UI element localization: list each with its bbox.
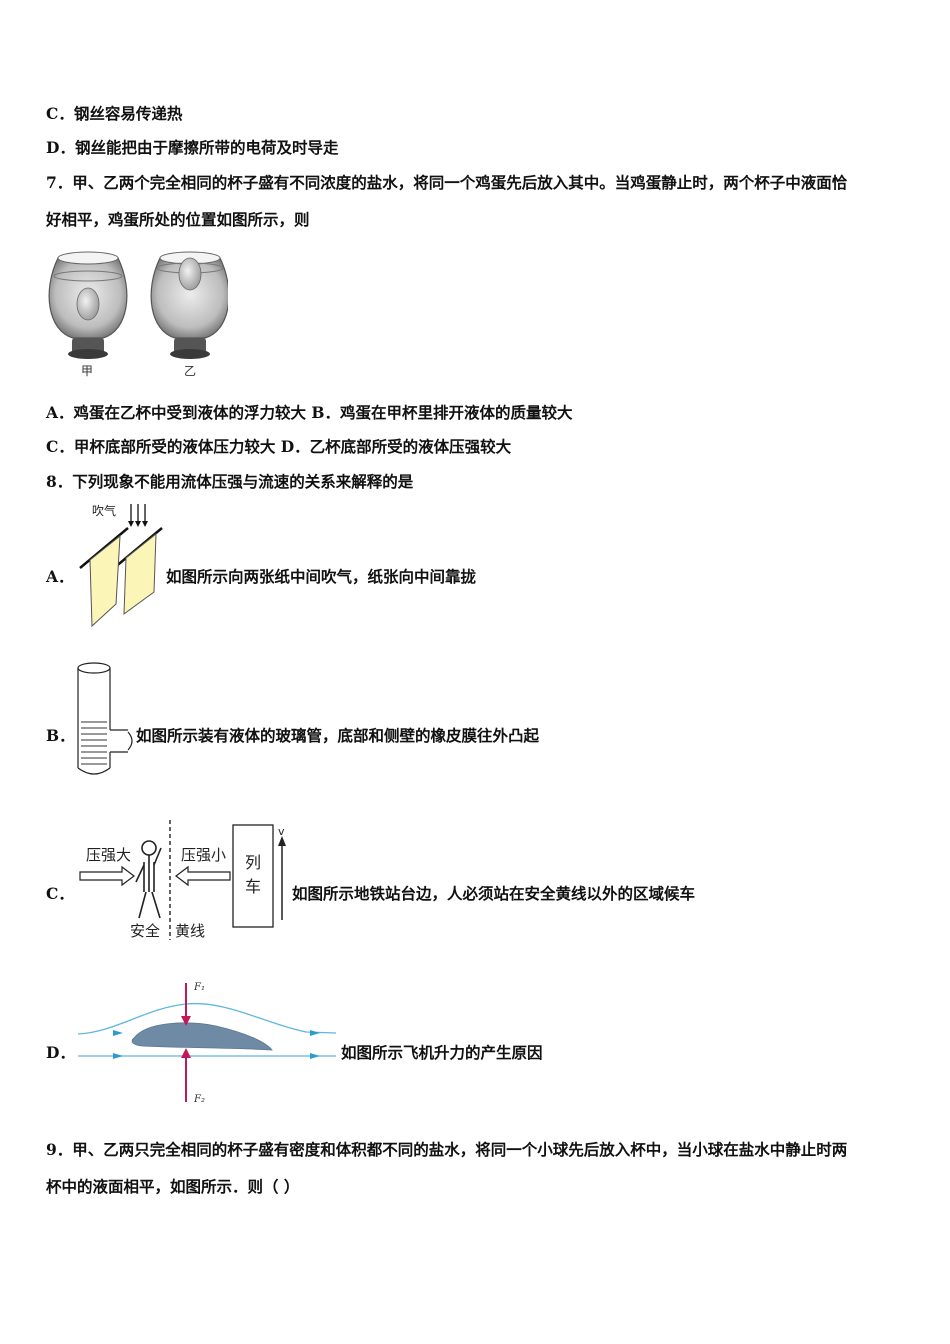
airfoil-figure: F₁ F₂ [77,982,337,1105]
q8-a-text: 如图所示向两张纸中间吹气，纸张向中间靠拢 [166,567,477,586]
q7-stem-line2: 好相平，鸡蛋所处的位置如图所示，则 [46,210,310,229]
q8-c-text: 如图所示地铁站台边，人必须站在安全黄线以外的区域候车 [292,884,696,903]
train-char1: 列 [245,853,261,872]
person-figure [135,840,162,919]
q8-stem: 8．下列现象不能用流体压强与流速的关系来解释的是 [46,472,414,491]
subway-platform-figure: 压强大 压强小 安全 黄线 列 车 v [79,820,286,940]
q6-option-c: C．钢丝容易传递热 [46,104,183,123]
q9-stem-line1: 9．甲、乙两只完全相同的杯子盛有密度和体积都不同的盐水，将同一个小球先后放入杯中… [46,1140,848,1159]
f1-label: F₁ [193,982,205,993]
cup-label-yi: 乙 [184,364,196,378]
safe-label: 安全 [130,922,160,940]
q7-options-cd: C．甲杯底部所受的液体压力较大 D．乙杯底部所受的液体压强较大 [46,437,512,456]
egg-yi [178,257,202,291]
q8-d-text: 如图所示飞机升力的产生原因 [341,1043,543,1062]
cup-yi [150,251,228,359]
egg-jia [76,287,100,321]
glass-tube-figure [77,662,133,775]
q7-options-ab: A．鸡蛋在乙杯中受到液体的浮力较大 B．鸡蛋在甲杯里排开液体的质量较大 [46,403,573,422]
low-pressure-label: 压强小 [181,846,226,864]
wing-shape [131,1022,273,1051]
q8-c-letter: C． [46,884,74,903]
yellow-line-label: 黄线 [175,922,205,940]
cup-jia [48,251,128,359]
egg-cups-figure: 甲 乙 [48,251,228,378]
q9-stem-line2: 杯中的液面相平，如图所示．则（ ） [46,1177,300,1196]
train-box [232,824,274,928]
cup-label-jia: 甲 [81,364,93,378]
train-char2: 车 [245,877,261,896]
f2-label: F₂ [193,1094,205,1105]
q8-b-letter: B． [46,726,75,745]
blow-label: 吹气 [92,503,116,518]
high-pressure-label: 压强大 [86,846,131,864]
q7-stem-line1: 7．甲、乙两个完全相同的杯子盛有不同浓度的盐水，将同一个鸡蛋先后放入其中。当鸡蛋… [46,173,848,192]
q6-option-d: D．钢丝能把由于摩擦所带的电荷及时导走 [46,138,339,157]
velocity-label: v [278,825,285,838]
q8-b-text: 如图所示装有液体的玻璃管，底部和侧壁的橡皮膜往外凸起 [136,726,540,745]
paper-blow-figure: 吹气 [79,503,163,628]
q8-d-letter: D． [46,1043,75,1062]
q8-a-letter: A． [46,567,74,586]
